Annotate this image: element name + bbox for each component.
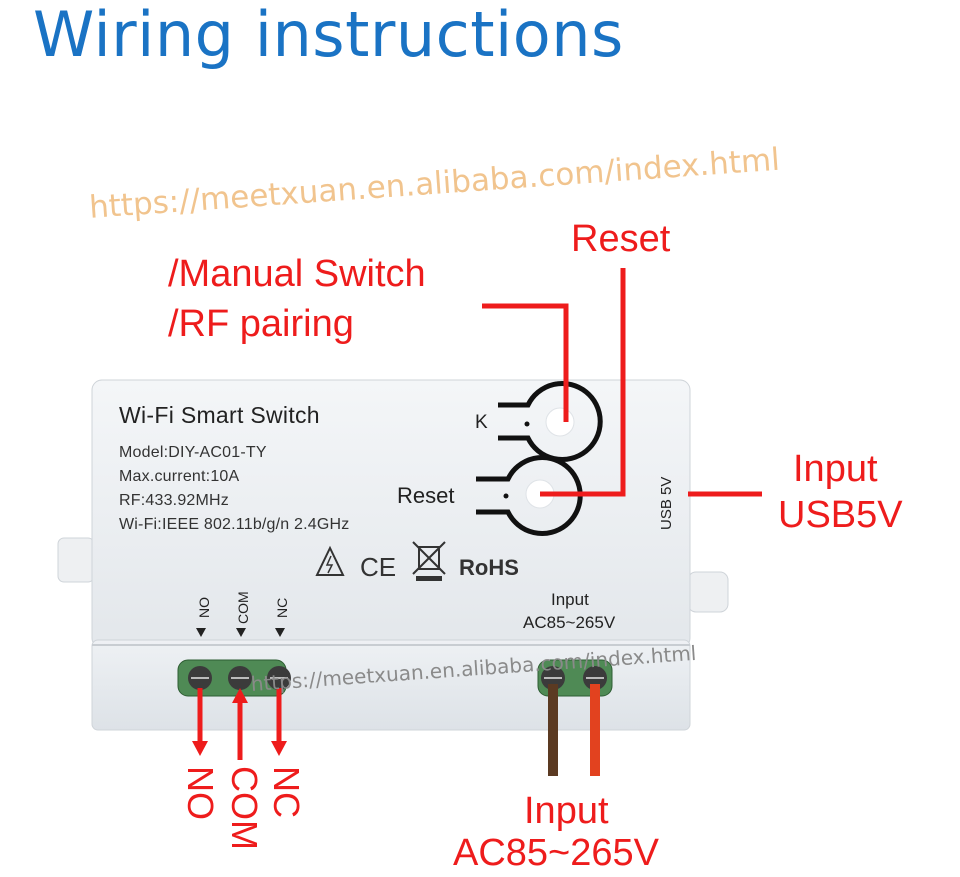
device-name: Wi-Fi Smart Switch [119,402,320,428]
device-voltage-label: AC85~265V [523,613,616,632]
brown-wire [548,684,558,776]
page-title: Wiring instructions [33,0,624,71]
callout-usb-input-line1: Input [793,448,878,490]
callout-usb-input-line2: USB5V [778,494,903,536]
k-button-label: K [475,412,488,433]
terminal-label-com: COM [235,591,251,624]
callout-nc: NC [266,766,307,818]
device-spec-model: Model:DIY-AC01-TY [119,444,267,461]
callout-reset: Reset [571,218,671,260]
right-mount-tab [687,571,729,613]
red-wire [590,684,600,776]
callout-manual-switch: /Manual Switch [168,253,426,295]
callout-ac-input-line2: AC85~265V [453,832,659,874]
device-spec-wifi: Wi-Fi:IEEE 802.11b/g/n 2.4GHz [119,516,350,533]
output-terminal-block [177,659,291,697]
weee-bin-icon [412,541,446,581]
callout-no: NO [180,766,221,820]
device-input-label: Input [551,590,589,609]
device-spec-current: Max.current:10A [119,468,240,485]
terminal-output-arrows [192,688,287,760]
terminal-arrows [196,628,285,637]
callout-lines [482,268,762,497]
callout-rf-pairing: /RF pairing [168,303,354,345]
terminal-label-nc: NC [274,597,290,618]
terminal-label-no: NO [196,597,212,618]
reset-button-label: Reset [397,483,455,508]
rohs-mark: RoHS [459,555,519,580]
callout-ac-input-line1: Input [524,790,609,832]
warning-icon [315,545,345,576]
usb-port-label: USB 5V [658,476,675,530]
callout-com: COM [224,766,265,850]
ce-mark: CE [360,552,397,582]
left-mount-tab [57,537,95,583]
device-spec-rf: RF:433.92MHz [119,492,229,509]
